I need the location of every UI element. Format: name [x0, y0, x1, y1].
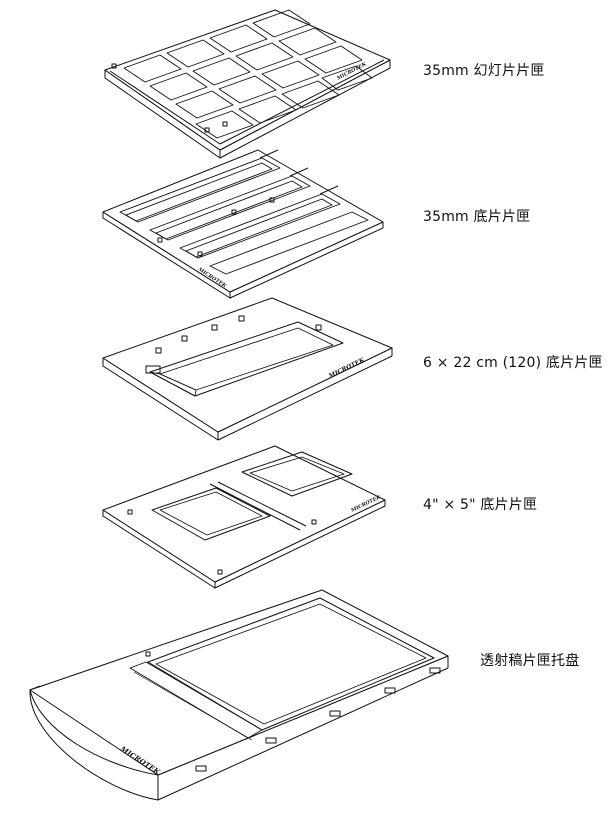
label-film-holder-120: 6 × 22 cm (120) 底片片匣	[423, 355, 603, 371]
film-4x5-window-left	[152, 488, 270, 540]
transparency-tray: MICROTEK	[30, 590, 448, 800]
film-holder-35mm: MICROTEK	[103, 150, 383, 298]
label-film-holder-4x5: 4" × 5" 底片片匣	[423, 497, 538, 513]
label-slide-holder-35mm: 35mm 幻灯片片匣	[423, 63, 545, 79]
label-transparency-tray: 透射稿片匣托盘	[480, 653, 580, 669]
slide-holder-35mm: MICROTEK	[105, 10, 390, 158]
film-strip-channels	[120, 158, 368, 274]
film-4x5-window-right	[242, 452, 352, 496]
film-holder-120: MICROTEK	[103, 298, 392, 440]
label-film-holder-35mm: 35mm 底片片匣	[423, 209, 531, 225]
slide-window-grid	[124, 10, 372, 138]
film-holder-4x5: MICROTEK	[103, 446, 385, 588]
